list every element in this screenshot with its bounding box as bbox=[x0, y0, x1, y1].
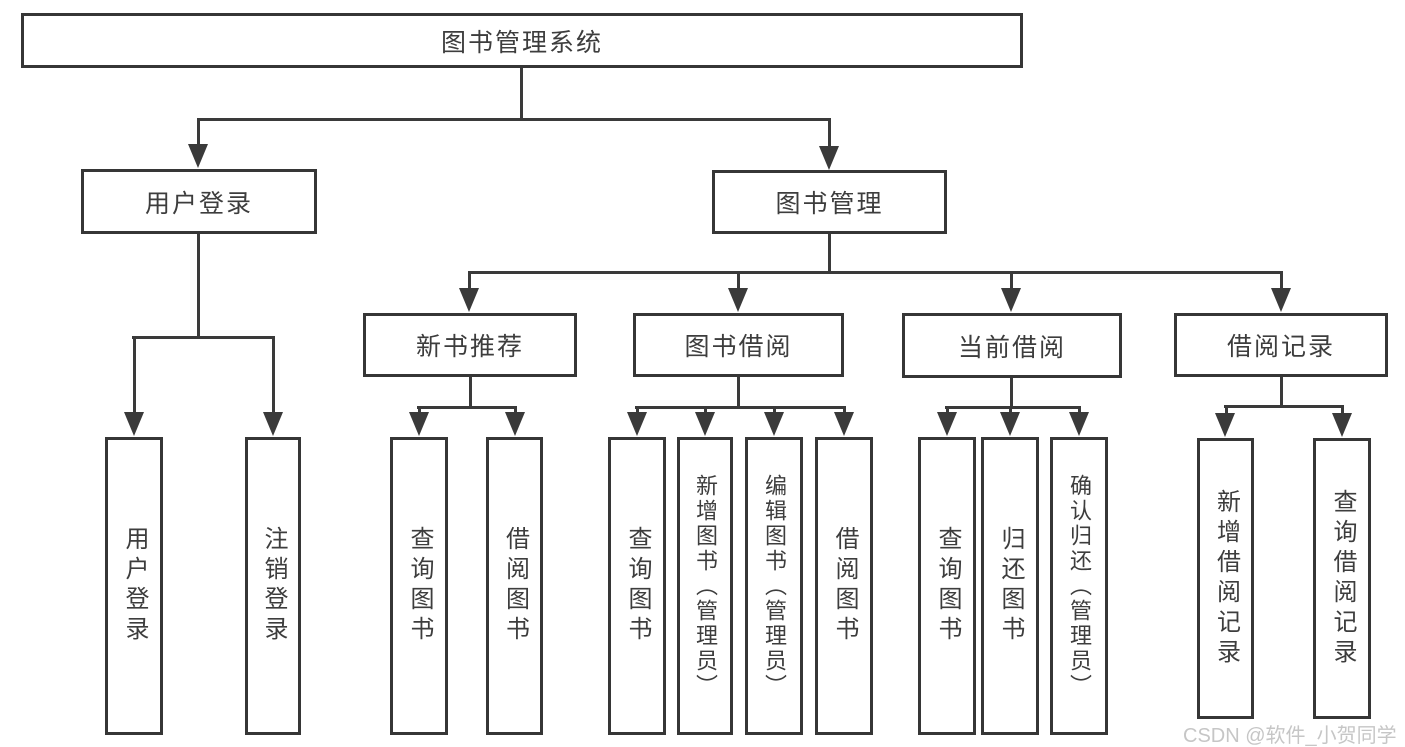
leaf-logout: 注销登录 bbox=[245, 437, 301, 735]
leaf-label: 查询图书 bbox=[934, 526, 961, 646]
connector-to-leaf bbox=[272, 336, 275, 414]
connector-to-leaf bbox=[1225, 405, 1228, 417]
node-book-management: 图书管理 bbox=[712, 170, 947, 234]
arrowhead-icon bbox=[1069, 412, 1089, 436]
leaf-label: 归还图书 bbox=[997, 526, 1024, 646]
node-current-borrow: 当前借阅 bbox=[902, 313, 1122, 378]
connector-to-records bbox=[1280, 271, 1283, 293]
connector-to-leaf bbox=[1341, 405, 1344, 417]
arrowhead-icon bbox=[937, 412, 957, 436]
leaf-borrow-books: 借阅图书 bbox=[815, 437, 873, 735]
connector-to-book-management bbox=[828, 118, 831, 149]
csdn-watermark: CSDN @软件_小贺同学 bbox=[1183, 725, 1397, 747]
connector-current-fork bbox=[945, 406, 1081, 409]
arrowhead-icon bbox=[1271, 288, 1291, 312]
arrowhead-icon bbox=[1332, 413, 1352, 437]
connector-recommend-fork bbox=[417, 406, 517, 409]
arrowhead-icon bbox=[263, 412, 283, 436]
connector-borrow-fork bbox=[635, 406, 846, 409]
connector-user-login-fork bbox=[132, 336, 275, 339]
leaf-label: 借阅图书 bbox=[501, 526, 529, 646]
leaf-label: 注销登录 bbox=[260, 526, 287, 646]
connector-to-leaf bbox=[773, 406, 776, 416]
arrowhead-icon bbox=[695, 412, 715, 436]
arrowhead-icon bbox=[188, 144, 208, 168]
leaf-label: 用户登录 bbox=[121, 526, 148, 646]
leaf-query-books-borrow: 查询图书 bbox=[608, 437, 666, 735]
leaf-label: 编辑图书（管理员） bbox=[762, 473, 787, 699]
arrowhead-icon bbox=[1001, 288, 1021, 312]
arrowhead-icon bbox=[124, 412, 144, 436]
leaf-borrow-books-recommend: 借阅图书 bbox=[486, 437, 543, 735]
connector-to-leaf bbox=[636, 406, 639, 416]
leaf-return-books: 归还图书 bbox=[981, 437, 1039, 735]
connector-to-current bbox=[1010, 271, 1013, 293]
leaf-label: 新增图书（管理员） bbox=[693, 473, 718, 699]
connector-to-leaf bbox=[133, 336, 136, 414]
leaf-label: 查询借阅记录 bbox=[1329, 488, 1356, 669]
leaf-edit-book-admin: 编辑图书（管理员） bbox=[745, 437, 803, 735]
arrowhead-icon bbox=[505, 412, 525, 436]
leaf-label: 新增借阅记录 bbox=[1212, 488, 1240, 669]
node-new-book-recommend: 新书推荐 bbox=[363, 313, 577, 377]
leaf-query-borrow-record: 查询借阅记录 bbox=[1313, 438, 1371, 719]
leaf-query-books-recommend: 查询图书 bbox=[390, 437, 448, 735]
arrowhead-icon bbox=[409, 412, 429, 436]
arrowhead-icon bbox=[459, 288, 479, 312]
node-user-login: 用户登录 bbox=[81, 169, 317, 234]
connector-records-stem bbox=[1280, 377, 1283, 407]
arrowhead-icon bbox=[819, 146, 839, 170]
connector-to-leaf bbox=[704, 406, 707, 416]
leaf-confirm-return-admin: 确认归还（管理员） bbox=[1050, 437, 1108, 735]
connector-to-recommend bbox=[468, 271, 471, 293]
leaf-label: 借阅图书 bbox=[831, 526, 858, 646]
leaf-add-borrow-record: 新增借阅记录 bbox=[1197, 438, 1254, 719]
leaf-user-login: 用户登录 bbox=[105, 437, 163, 735]
connector-book-mgmt-fork bbox=[468, 271, 1283, 274]
connector-to-leaf bbox=[843, 406, 846, 416]
leaf-label: 确认归还（管理员） bbox=[1067, 473, 1092, 699]
leaf-query-books-current: 查询图书 bbox=[918, 437, 976, 735]
arrowhead-icon bbox=[1215, 413, 1235, 437]
connector-to-leaf bbox=[514, 406, 517, 416]
arrowhead-icon bbox=[1000, 412, 1020, 436]
connector-to-leaf bbox=[1009, 406, 1012, 416]
connector-to-leaf bbox=[946, 406, 949, 416]
arrowhead-icon bbox=[728, 288, 748, 312]
leaf-label: 查询图书 bbox=[406, 526, 433, 646]
node-book-borrow: 图书借阅 bbox=[633, 313, 844, 377]
connector-root-stem bbox=[520, 68, 523, 120]
connector-to-leaf bbox=[418, 406, 421, 416]
connector-recommend-stem bbox=[469, 377, 472, 408]
arrowhead-icon bbox=[764, 412, 784, 436]
node-borrow-records: 借阅记录 bbox=[1174, 313, 1388, 377]
arrowhead-icon bbox=[834, 412, 854, 436]
leaf-add-book-admin: 新增图书（管理员） bbox=[677, 437, 733, 735]
connector-current-stem bbox=[1010, 378, 1013, 408]
connector-root-fork bbox=[197, 118, 831, 121]
connector-user-login-stem bbox=[197, 234, 200, 338]
leaf-label: 查询图书 bbox=[624, 526, 651, 646]
connector-book-mgmt-stem bbox=[828, 234, 831, 274]
node-root-library-system: 图书管理系统 bbox=[21, 13, 1023, 68]
connector-to-borrow bbox=[737, 271, 740, 293]
connector-records-fork bbox=[1224, 405, 1344, 408]
connector-borrow-stem bbox=[737, 377, 740, 408]
connector-to-leaf bbox=[1078, 406, 1081, 416]
connector-to-user-login bbox=[197, 118, 200, 148]
arrowhead-icon bbox=[627, 412, 647, 436]
